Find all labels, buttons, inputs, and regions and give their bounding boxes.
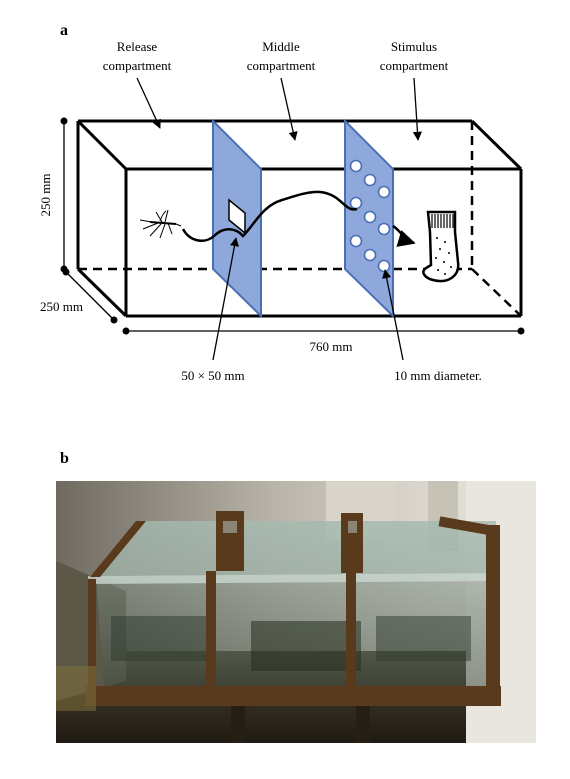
height-dimension: 250 mm <box>38 117 68 273</box>
middle-label-line1: Middle <box>262 39 300 54</box>
box-outline <box>76 119 523 318</box>
holes-pointer <box>382 269 404 361</box>
middle-label-line2: compartment <box>247 58 316 73</box>
panel-b-letter: b <box>60 450 69 467</box>
depth-dimension: 250 mm <box>40 268 118 324</box>
opening-label: 50 × 50 mm <box>181 368 244 383</box>
apparatus-diagram: Release compartment Middle compartment S… <box>38 39 525 383</box>
length-dimension: 760 mm <box>122 327 525 354</box>
release-pointer <box>136 77 161 129</box>
hidden-edges <box>78 121 522 317</box>
holes-label: 10 mm diameter. <box>394 368 482 383</box>
release-label-line2: compartment <box>103 58 172 73</box>
middle-pointer <box>280 77 298 141</box>
length-label: 760 mm <box>310 339 353 354</box>
flight-path <box>181 190 358 242</box>
sock-icon <box>422 210 460 283</box>
apparatus-photo <box>56 481 536 743</box>
release-label-line1: Release <box>117 39 158 54</box>
opening-pointer <box>212 237 239 361</box>
height-label: 250 mm <box>38 174 53 217</box>
depth-label: 250 mm <box>40 299 83 314</box>
stimulus-label-line2: compartment <box>380 58 449 73</box>
mosquito-icon <box>139 209 182 239</box>
panel-a-letter: a <box>60 22 68 39</box>
stimulus-pointer <box>412 77 423 141</box>
approach-arrow <box>392 224 416 247</box>
stimulus-label-line1: Stimulus <box>391 39 437 54</box>
